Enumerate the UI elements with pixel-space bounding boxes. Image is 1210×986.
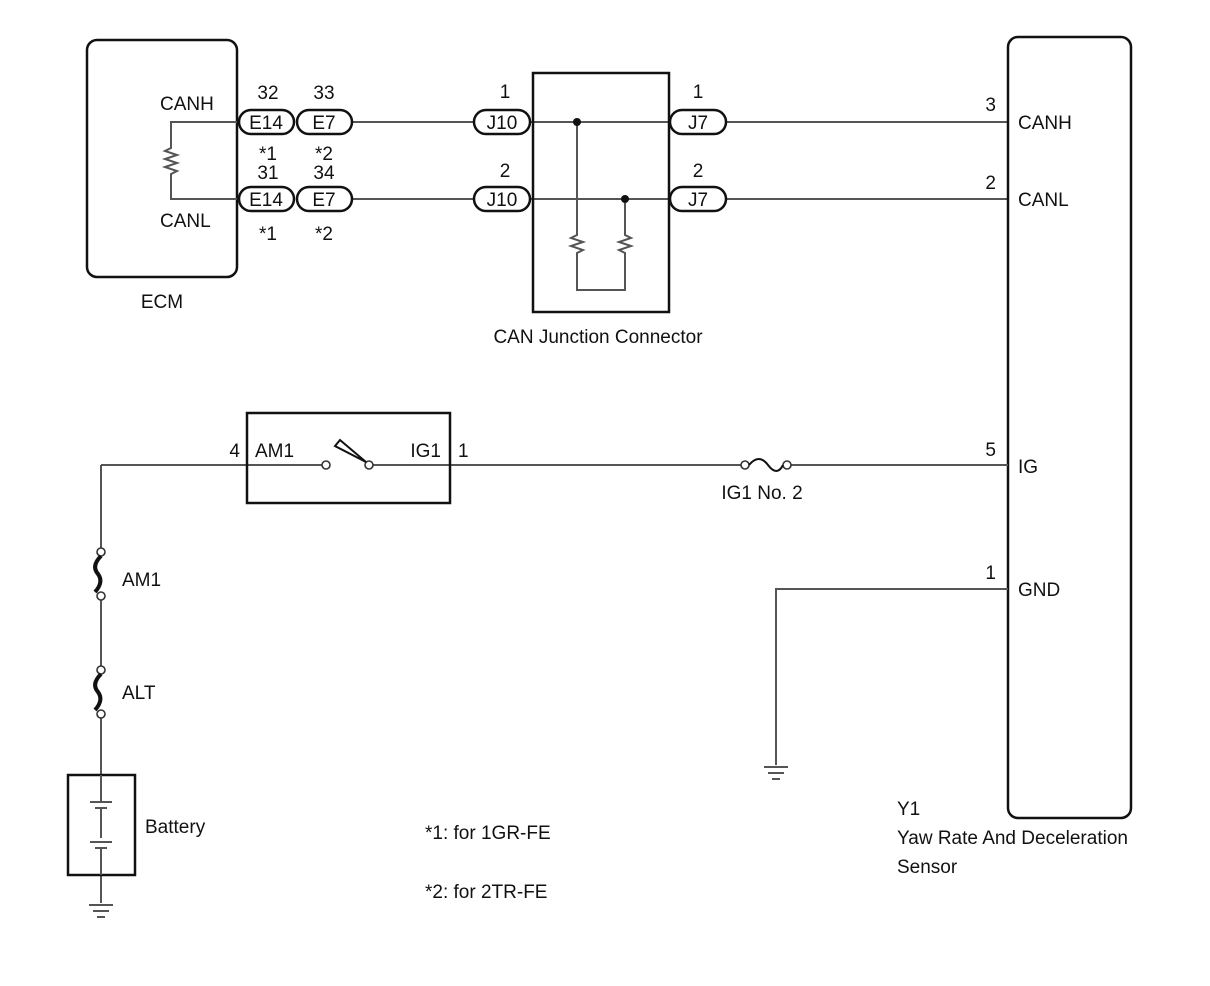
pin-number: 3 xyxy=(985,95,996,116)
note-ref: *2 xyxy=(315,224,333,245)
e7-label: E7 xyxy=(312,190,335,211)
pin-number: 1 xyxy=(458,441,469,462)
sensor-name: Sensor xyxy=(897,857,958,878)
switch-contact xyxy=(321,460,331,470)
note-1: *1: for 1GR-FE xyxy=(425,823,551,844)
ecm-termination-resistor xyxy=(161,121,237,200)
ignition-switch-box xyxy=(245,411,452,505)
connector-j7-canl xyxy=(668,185,728,213)
note-ref: *2 xyxy=(315,144,333,165)
yaw-rate-sensor: 3 CANH 2 CANL 5 IG 1 GND Y1 Yaw Rate And… xyxy=(897,35,1133,878)
j10-label: J10 xyxy=(487,190,518,211)
battery-label: Battery xyxy=(145,817,206,838)
gnd-wire xyxy=(775,588,1008,765)
sensor-pin-label: CANL xyxy=(1018,190,1069,211)
ground-icon xyxy=(764,766,788,780)
ecm-connectors: E14 E7 E14 E7 32 33 31 34 *1 *2 *1 *2 xyxy=(237,83,354,245)
sensor-pin-label: CANH xyxy=(1018,113,1072,134)
pin-number: 34 xyxy=(313,163,335,184)
j7-label: J7 xyxy=(688,113,708,134)
pin-number: 4 xyxy=(229,441,240,462)
switch-lever-icon xyxy=(333,438,367,463)
ecm-box xyxy=(85,38,239,279)
fuse-terminal xyxy=(96,547,106,557)
connector-j10-canh xyxy=(472,108,532,136)
ecm: CANH CANL ECM xyxy=(85,38,239,313)
sensor-id: Y1 xyxy=(897,799,920,820)
pin-number: 2 xyxy=(985,173,996,194)
fuse-icon xyxy=(748,458,784,472)
note-ref: *1 xyxy=(259,144,277,165)
fuse-terminal xyxy=(740,460,750,470)
pin-number: 2 xyxy=(693,161,704,182)
switch-out-label: IG1 xyxy=(410,441,441,462)
pin-number: 2 xyxy=(500,161,511,182)
ecm-canh-label: CANH xyxy=(160,94,214,115)
fuse-terminal xyxy=(96,665,106,675)
connector-e7-canl xyxy=(295,185,354,213)
fuse-terminal xyxy=(782,460,792,470)
pin-number: 31 xyxy=(257,163,278,184)
note-2: *2: for 2TR-FE xyxy=(425,882,547,903)
switch-contact xyxy=(364,460,374,470)
sensor-name: Yaw Rate And Deceleration xyxy=(897,828,1128,849)
pin-number: 1 xyxy=(985,563,996,584)
ecm-label: ECM xyxy=(141,292,183,313)
pin-number: 33 xyxy=(313,83,334,104)
junction-box xyxy=(531,71,671,314)
pin-number: 5 xyxy=(985,440,996,461)
fuse-icon xyxy=(93,554,103,594)
pin-number: 32 xyxy=(257,83,278,104)
pin-number: 1 xyxy=(693,82,704,103)
switch-in-label: AM1 xyxy=(255,441,294,462)
sensor-pin-label: IG xyxy=(1018,457,1038,478)
e14-label: E14 xyxy=(249,190,283,211)
j10-label: J10 xyxy=(487,113,518,134)
connector-e14-canh xyxy=(237,108,296,136)
ignition-circuit: 4 AM1 IG1 1 IG1 No. 2 xyxy=(101,411,1008,505)
fuse-alt-label: ALT xyxy=(122,683,156,704)
sensor-ground xyxy=(764,588,1008,780)
junction-label: CAN Junction Connector xyxy=(493,327,703,348)
sensor-pin-label: GND xyxy=(1018,580,1060,601)
battery-icon xyxy=(90,775,112,875)
fuse-terminal xyxy=(96,709,106,719)
junction-dot xyxy=(573,118,581,126)
e7-label: E7 xyxy=(312,113,335,134)
connector-j10-canl xyxy=(472,185,532,213)
e14-label: E14 xyxy=(249,113,283,134)
ground-icon xyxy=(89,904,113,918)
junction-dot xyxy=(621,195,629,203)
ecm-canl-label: CANL xyxy=(160,211,211,232)
connector-e7-canh xyxy=(295,108,354,136)
pin-number: 1 xyxy=(500,82,511,103)
can-junction-connector: J10 J10 J7 J7 1 2 1 2 CAN Junction Conne… xyxy=(472,71,728,348)
connector-j7-canh xyxy=(668,108,728,136)
junction-resistors xyxy=(567,122,635,291)
note-ref: *1 xyxy=(259,224,277,245)
fuse-terminal xyxy=(96,591,106,601)
sensor-box xyxy=(1006,35,1133,820)
battery-circuit: AM1 ALT Battery xyxy=(66,465,206,918)
fuse-ig1-label: IG1 No. 2 xyxy=(721,483,802,504)
fuse-icon xyxy=(93,672,103,712)
fuse-am1-label: AM1 xyxy=(122,570,161,591)
connector-e14-canl xyxy=(237,185,296,213)
j7-label: J7 xyxy=(688,190,708,211)
